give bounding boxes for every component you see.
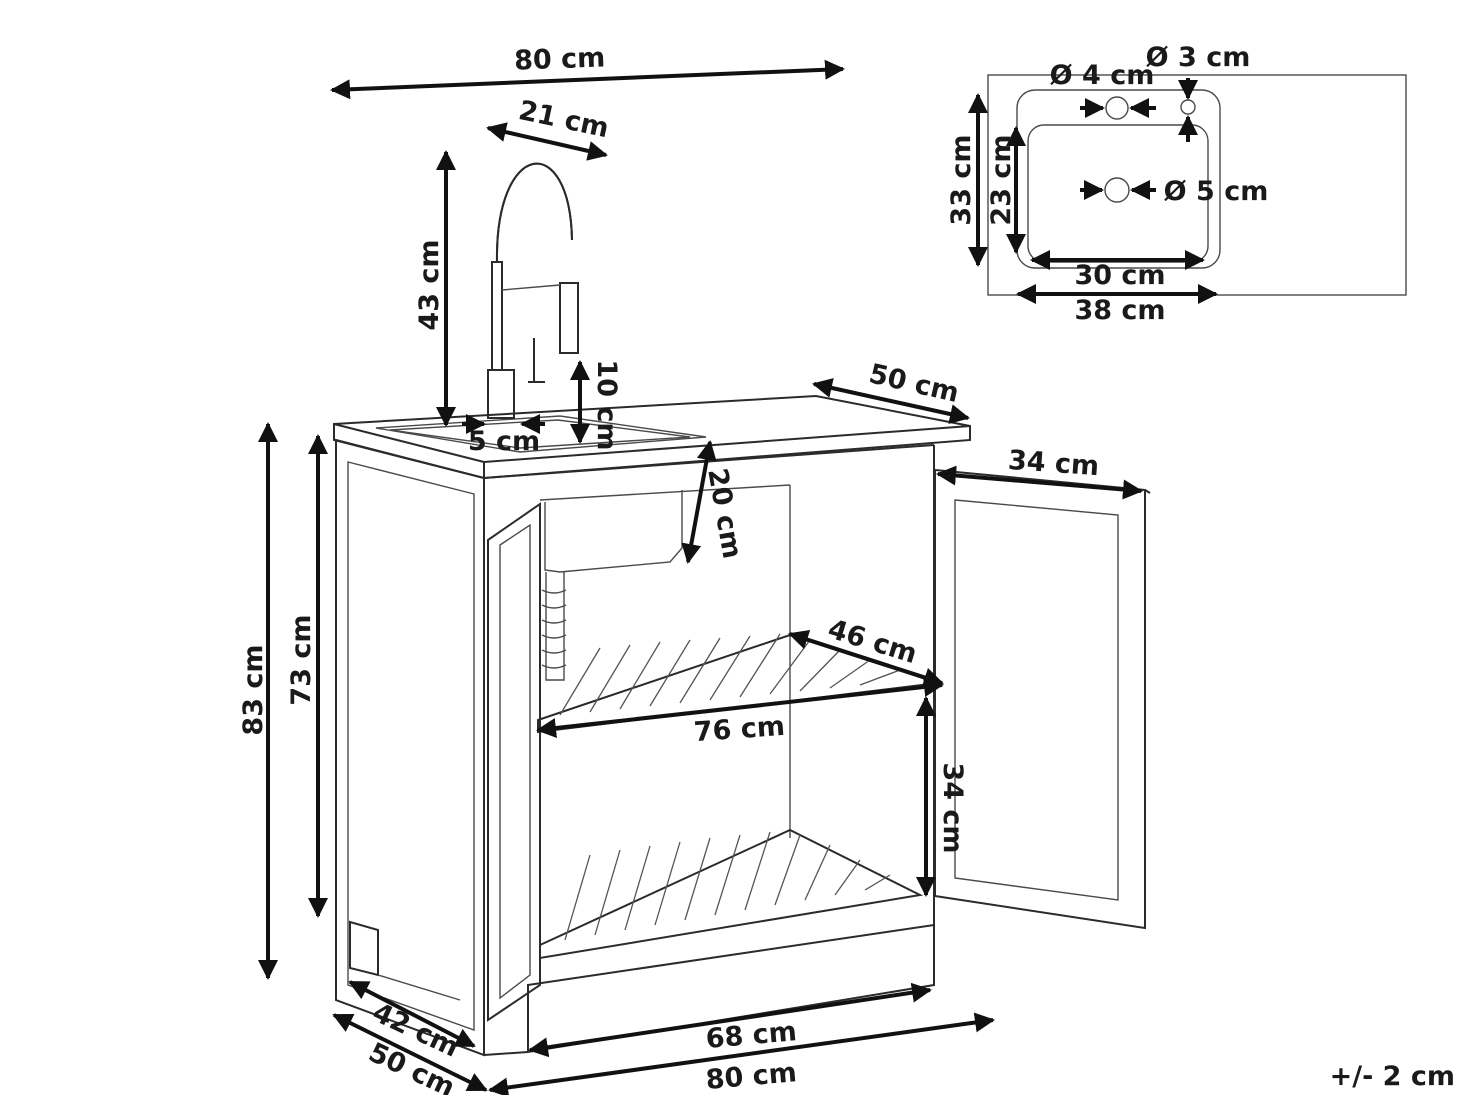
label-basin-outer-width: 38 cm <box>1074 295 1165 326</box>
label-body-height: 73 cm <box>286 614 317 705</box>
label-bottom-width: 80 cm <box>705 1057 798 1095</box>
label-shelf-width: 76 cm <box>693 711 786 748</box>
tap-hole <box>1105 96 1129 120</box>
label-faucet-height: 43 cm <box>414 239 445 330</box>
label-door-width: 34 cm <box>1007 445 1100 482</box>
label-total-height: 83 cm <box>238 644 269 735</box>
faucet <box>487 162 579 419</box>
label-hole-drain: Ø 5 cm <box>1164 176 1269 207</box>
label-sink-depth: 20 cm <box>701 466 747 561</box>
label-basin-outer-depth: 33 cm <box>946 134 977 225</box>
label-hole-tap: Ø 4 cm <box>1050 60 1155 91</box>
label-shelf-gap: 34 cm <box>937 762 968 853</box>
label-basin-inner-depth: 23 cm <box>986 134 1017 225</box>
label-faucet-base: 5 cm <box>468 426 540 457</box>
small-hole <box>1180 99 1196 115</box>
drain-hole <box>1104 177 1130 203</box>
label-basin-inner-width: 30 cm <box>1074 260 1165 291</box>
label-faucet-spout: 10 cm <box>591 359 622 450</box>
cabinet-drawing <box>333 162 1151 1057</box>
label-top-width: 80 cm <box>514 42 606 76</box>
tolerance-note: +/- 2 cm <box>1330 1061 1455 1092</box>
label-hole-small: Ø 3 cm <box>1146 42 1251 73</box>
label-depth-top: 50 cm <box>866 358 962 409</box>
